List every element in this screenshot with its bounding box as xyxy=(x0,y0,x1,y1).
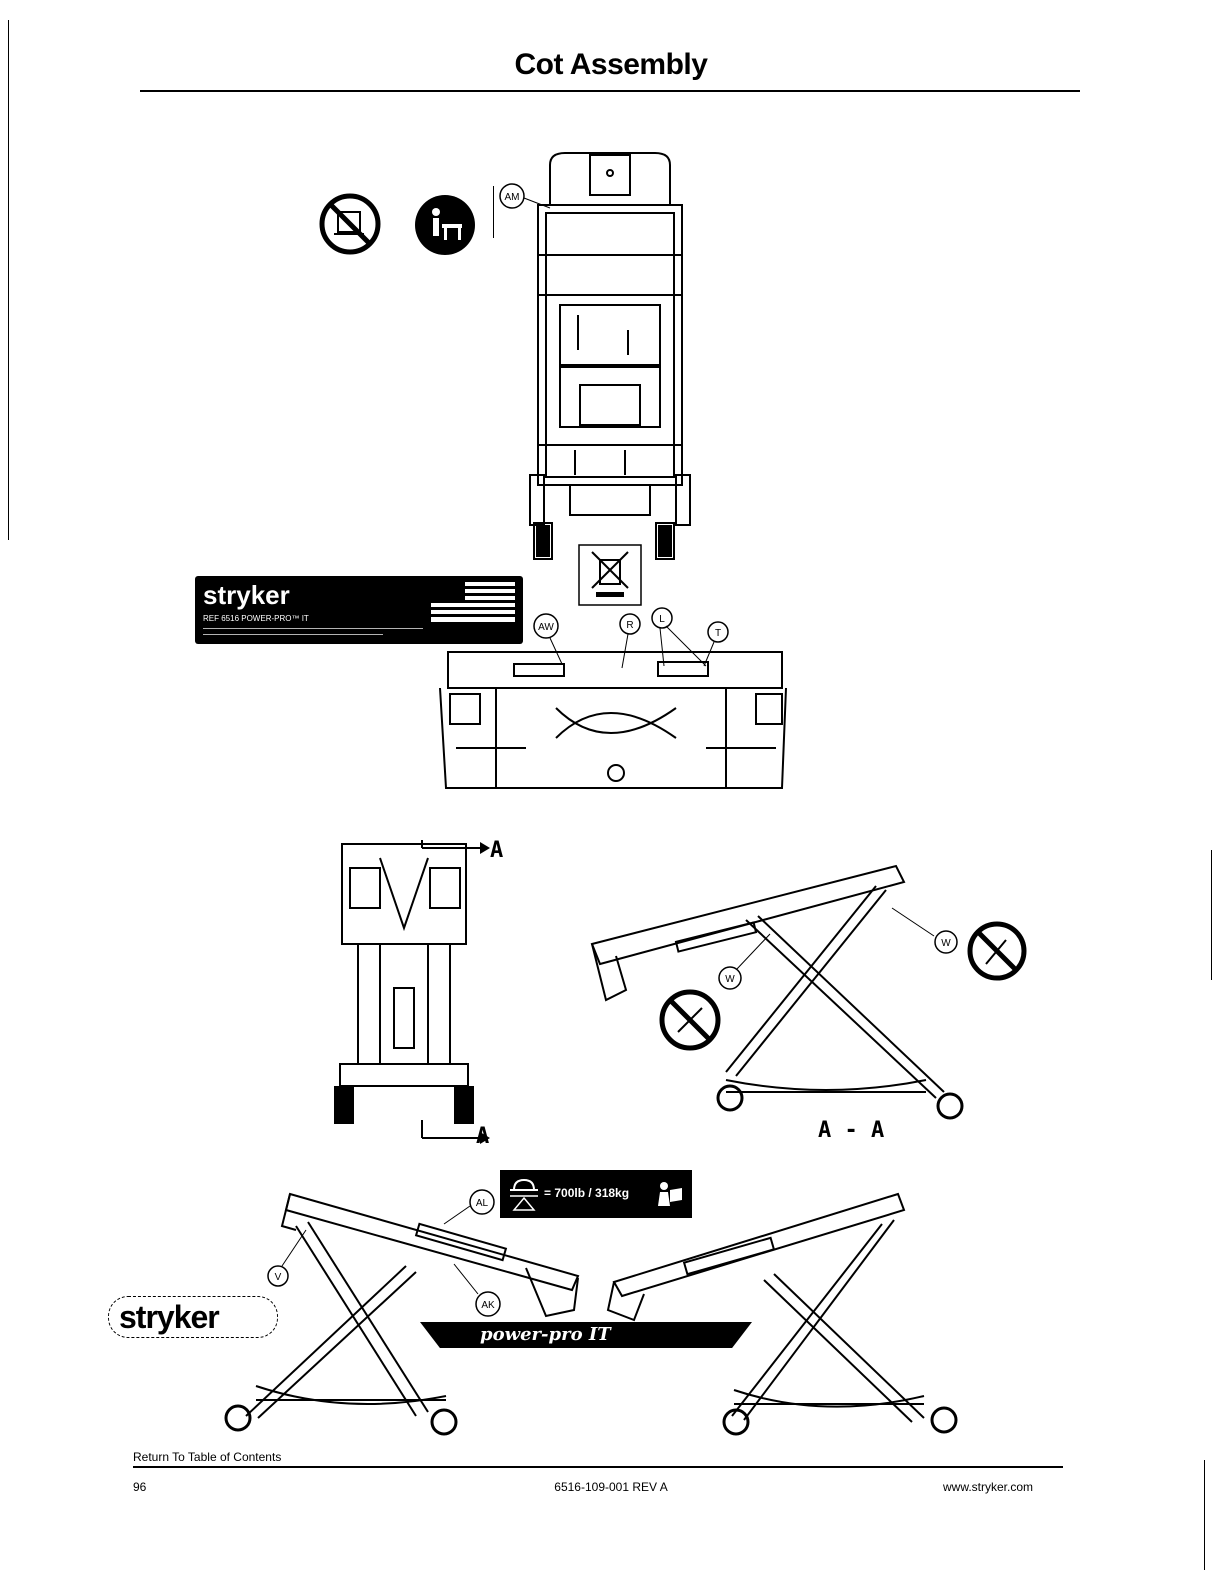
callout-l-label: L xyxy=(659,614,665,625)
product-label-brand: stryker xyxy=(203,580,290,611)
callout-aw: AW xyxy=(532,612,572,666)
cot-section-aa-drawing xyxy=(586,860,916,1130)
callout-w-left: W xyxy=(716,932,776,994)
callout-w-right: W xyxy=(890,906,960,956)
section-label-top: A xyxy=(490,838,503,863)
callout-am-label: AM xyxy=(505,192,520,203)
cot-perspective-right-drawing xyxy=(604,1190,914,1446)
doc-number: 6516-109-001 REV A xyxy=(0,1480,1222,1494)
flag-icon xyxy=(431,582,515,622)
callout-t: T xyxy=(696,620,736,668)
callout-w-left-label: W xyxy=(725,974,735,985)
footer-rule xyxy=(133,1466,1063,1468)
page-title: Cot Assembly xyxy=(0,48,1222,82)
callout-aw-label: AW xyxy=(538,622,554,633)
cot-foot-end-drawing xyxy=(330,838,480,1128)
fine-print-line-2 xyxy=(203,634,383,635)
callout-ak-label: AK xyxy=(481,1300,495,1311)
section-label-bottom: A xyxy=(476,1124,489,1149)
callout-t-label: T xyxy=(715,628,721,639)
no-push-symbol xyxy=(318,192,382,256)
header-rule xyxy=(140,90,1080,92)
callout-ak: AK xyxy=(450,1262,510,1318)
return-to-toc-link[interactable]: Return To Table of Contents xyxy=(133,1450,281,1464)
fine-print-line xyxy=(203,628,423,629)
push-mandatory-symbol xyxy=(414,194,476,256)
stryker-logo-text: stryker xyxy=(119,1299,219,1336)
weee-label xyxy=(578,544,642,606)
callout-r: R xyxy=(618,612,648,670)
left-margin-line xyxy=(8,20,9,540)
cot-head-end-drawing xyxy=(436,648,788,796)
right-margin-line xyxy=(1211,850,1212,980)
power-pro-decal-text: power-pro IT xyxy=(480,1324,611,1345)
power-pro-decal: power-pro IT xyxy=(420,1322,752,1348)
right-margin-line-lower xyxy=(1204,1460,1205,1570)
callout-v-label: V xyxy=(275,1272,282,1283)
callout-v: V xyxy=(262,1228,312,1288)
section-arrow-top xyxy=(420,838,490,858)
product-label: stryker REF 6516 POWER-PRO™ IT xyxy=(195,576,523,644)
website-link[interactable]: www.stryker.com xyxy=(943,1480,1033,1494)
callout-al-label: AL xyxy=(476,1198,489,1209)
callout-w-right-label: W xyxy=(941,938,951,949)
no-lift-symbol-left xyxy=(658,988,722,1052)
callout-al: AL xyxy=(440,1188,500,1228)
callout-r-label: R xyxy=(626,620,633,631)
stryker-logo: stryker xyxy=(108,1296,278,1338)
symbol-divider xyxy=(493,186,494,238)
product-label-ref: REF 6516 POWER-PRO™ IT xyxy=(203,614,309,623)
callout-am: AM xyxy=(498,182,558,212)
section-aa-label: A - A xyxy=(818,1118,884,1143)
no-lift-symbol-right xyxy=(966,920,1028,982)
